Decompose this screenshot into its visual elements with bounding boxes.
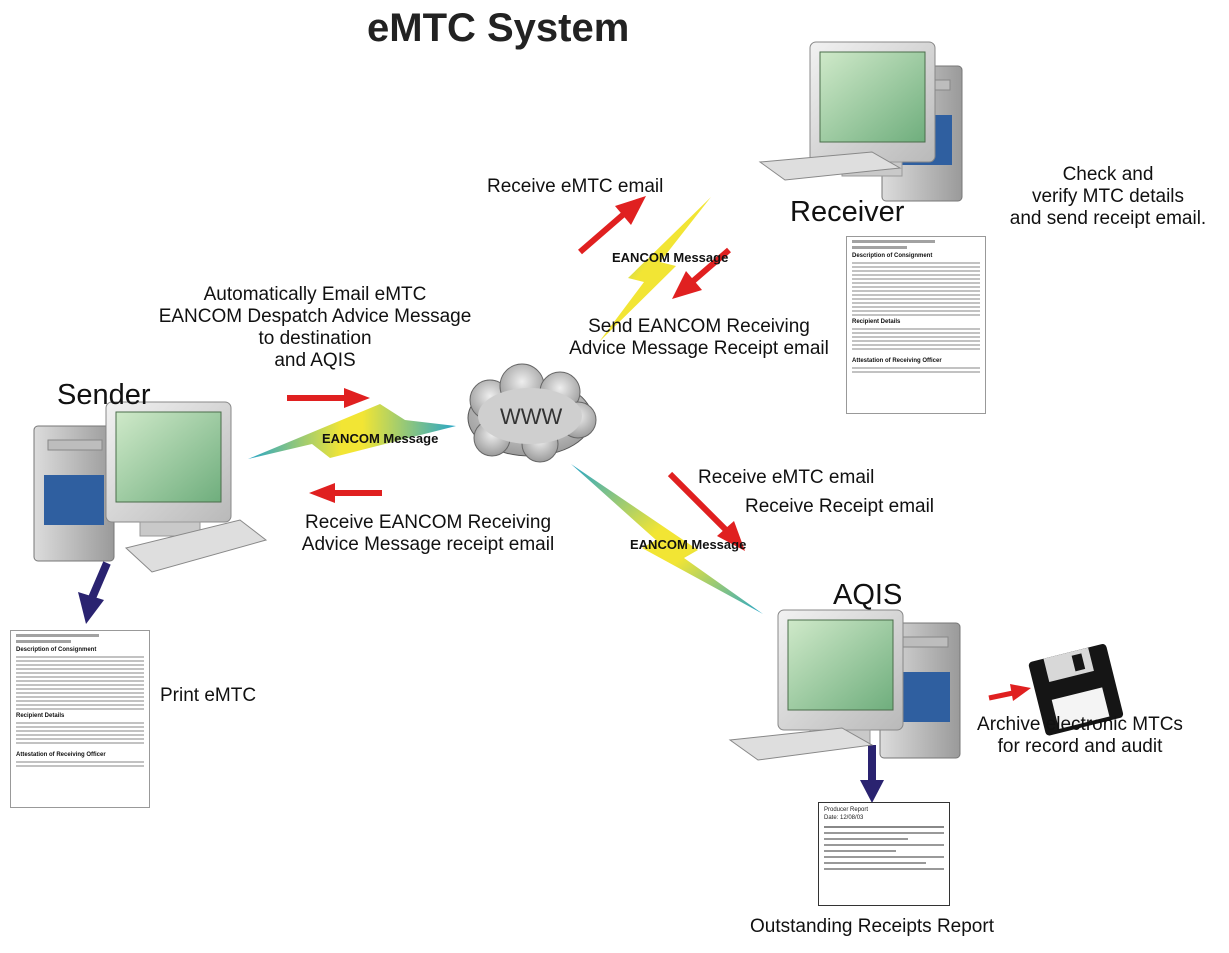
auto-email-line-1: Automatically Email eMTC xyxy=(203,284,427,305)
auto-email-line-2: EANCOM Despatch Advice Message xyxy=(158,306,472,327)
arrow-down-left-icon xyxy=(672,247,731,299)
cloud-icon xyxy=(467,363,597,463)
auto-email-annotation: Automatically Email eMTC EANCOM Despatch… xyxy=(110,284,520,372)
doc-section-2: Recipient Details xyxy=(16,713,65,719)
doc-section-3: Attestation of Receiving Officer xyxy=(16,752,106,758)
sender-computer-icon xyxy=(33,401,268,573)
doc-section-2: Recipient Details xyxy=(852,319,901,325)
receive-emtc-aqis-annotation: Receive eMTC email xyxy=(698,467,875,488)
arrow-report-icon xyxy=(860,745,884,803)
arrow-archive-icon xyxy=(988,684,1031,701)
doc-section-1: Description of Consignment xyxy=(16,647,97,653)
receiver-emtc-document: Description of Consignment Recipient Det… xyxy=(846,236,986,414)
arrow-up-right-icon xyxy=(578,196,646,255)
floppy-disk-icon xyxy=(1028,644,1124,736)
auto-email-line-3: to destination xyxy=(258,328,372,349)
check-verify-line-2: verify MTC details xyxy=(1031,186,1185,207)
receive-receipt-annotation: Receive Receipt email xyxy=(745,496,935,517)
outstanding-report-document: Producer Report Date: 12/08/03 xyxy=(818,802,950,906)
outstanding-receipts-caption: Outstanding Receipts Report xyxy=(750,916,994,937)
receive-receiving-annotation: Receive EANCOM Receiving Advice Message … xyxy=(258,512,598,556)
message-label-aqis: EANCOM Message xyxy=(630,537,747,552)
arrow-print-icon xyxy=(78,561,111,624)
report-title: Producer Report xyxy=(824,807,869,813)
arrow-down-right-icon xyxy=(667,471,745,551)
printed-emtc-document: Description of Consignment Recipient Det… xyxy=(10,630,150,808)
arrow-left-icon xyxy=(309,483,382,503)
doc-section-1: Description of Consignment xyxy=(852,253,933,259)
send-receiving-line-2: Advice Message Receipt email xyxy=(569,338,829,359)
archive-line-2: for record and audit xyxy=(997,736,1163,757)
archive-line-1: Archive electronic MTCs xyxy=(977,714,1183,735)
check-verify-line-3: and send receipt email. xyxy=(1009,208,1207,229)
diagram-title: eMTC System xyxy=(367,6,630,50)
aqis-computer-icon xyxy=(728,609,961,761)
check-verify-annotation: Check and verify MTC details and send re… xyxy=(990,164,1226,230)
message-label-receiver: EANCOM Message xyxy=(612,250,729,265)
auto-email-line-4: and AQIS xyxy=(274,350,356,371)
node-label-receiver: Receiver xyxy=(790,196,905,228)
lightning-bolt-aqis xyxy=(571,464,763,614)
receiver-computer-icon xyxy=(758,41,963,202)
receive-receiving-line-1: Receive EANCOM Receiving xyxy=(304,512,552,533)
cloud-label: WWW xyxy=(500,404,563,429)
receive-receiving-line-2: Advice Message receipt email xyxy=(301,534,555,555)
receive-emtc-top-annotation: Receive eMTC email xyxy=(487,176,664,197)
lightning-bolt-sender xyxy=(248,404,456,459)
archive-annotation: Archive electronic MTCs for record and a… xyxy=(955,714,1205,758)
print-annotation: Print eMTC xyxy=(160,685,257,706)
doc-section-3: Attestation of Receiving Officer xyxy=(852,358,942,364)
lightning-bolt-receiver xyxy=(599,197,711,342)
arrow-right-icon xyxy=(287,388,370,408)
check-verify-line-1: Check and xyxy=(1062,164,1154,185)
send-receiving-line-1: Send EANCOM Receiving xyxy=(588,316,810,337)
node-label-aqis: AQIS xyxy=(833,579,903,611)
report-date: Date: 12/08/03 xyxy=(824,815,864,822)
node-label-sender: Sender xyxy=(57,379,151,411)
message-label-sender: EANCOM Message xyxy=(322,431,439,446)
send-receiving-annotation: Send EANCOM Receiving Advice Message Rec… xyxy=(534,316,864,360)
